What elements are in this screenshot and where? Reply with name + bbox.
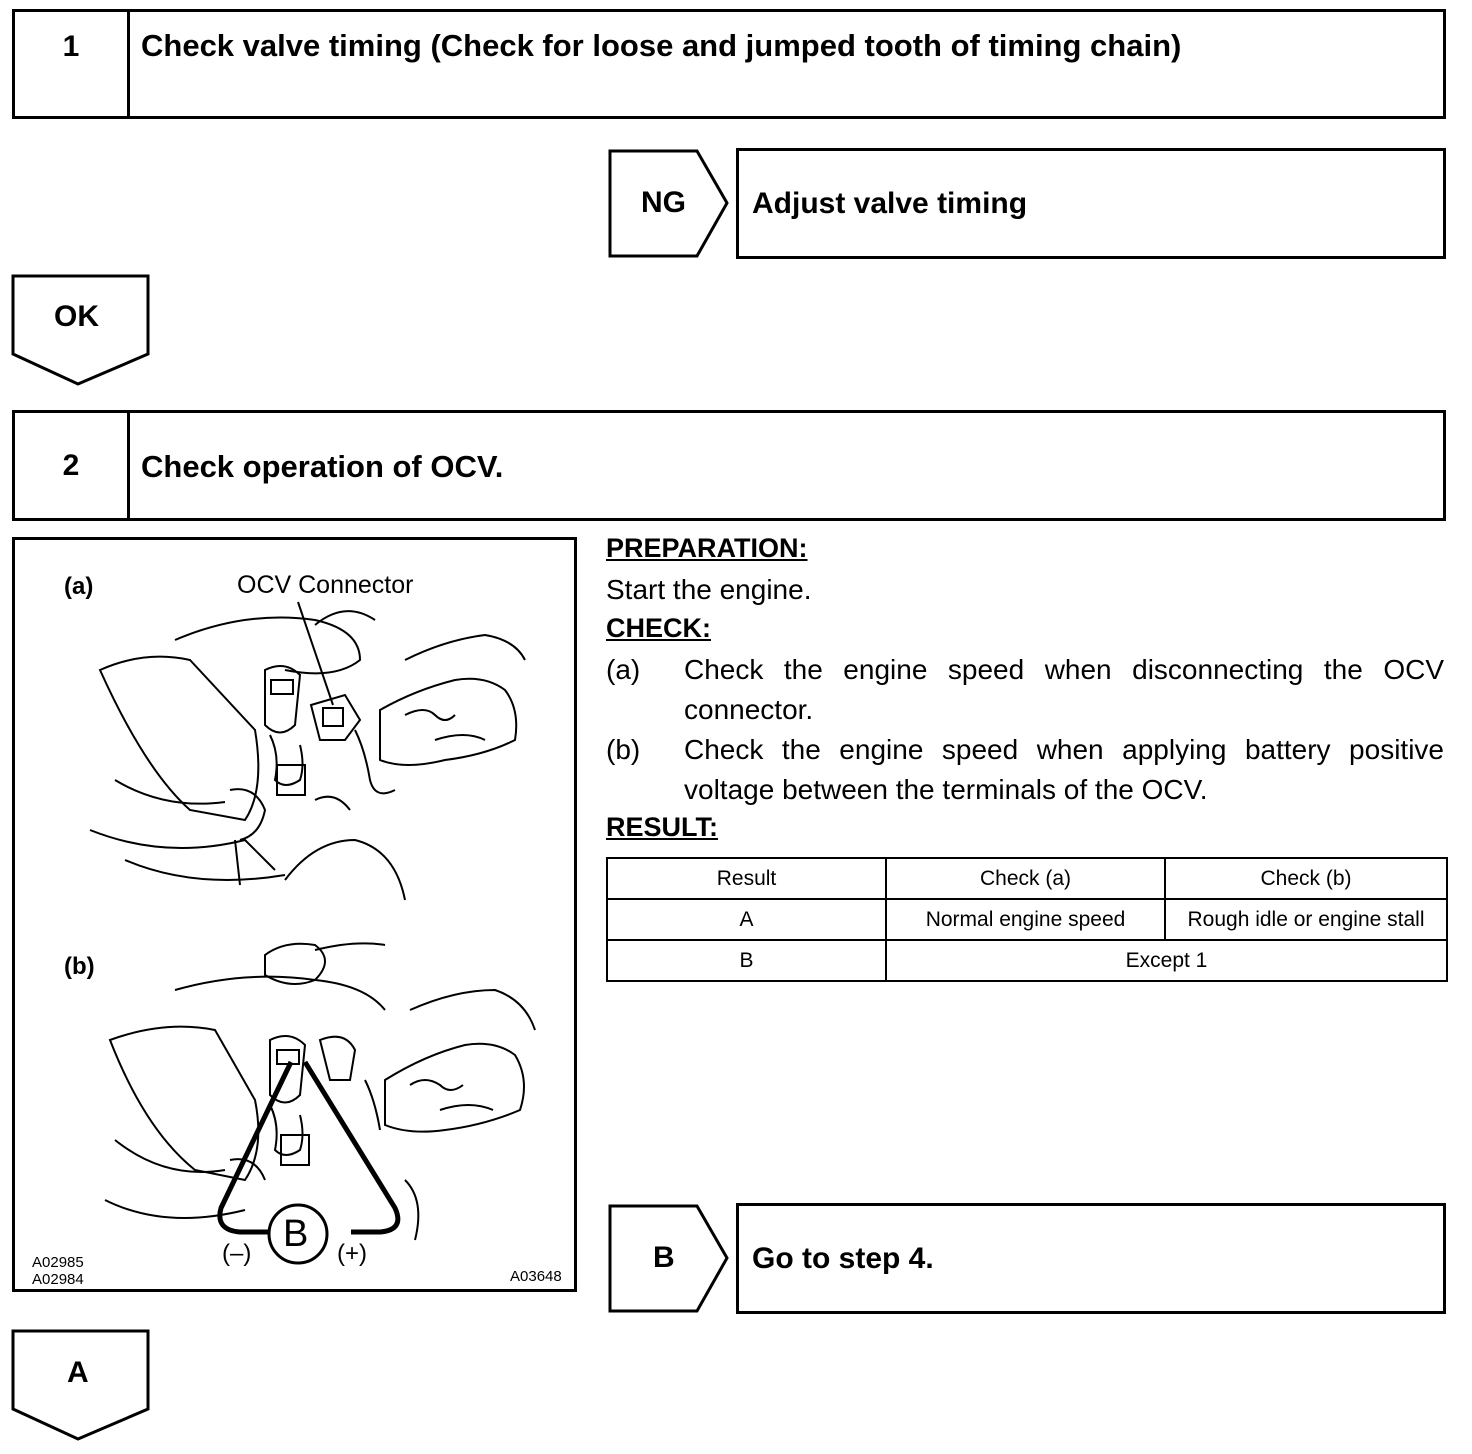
ng-arrow-shape [608,149,729,258]
ng-action-text: Adjust valve timing [752,187,1028,220]
figure-label-a: (a) [64,573,94,600]
step-1-number: 1 [15,12,130,116]
ng-label: NG [641,186,686,219]
b-label: B [653,1241,675,1274]
b-arrow-shape [608,1204,729,1313]
table-row: A Normal engine speed Rough idle or engi… [606,898,1448,941]
ocv-illustration-frame: (a) OCV Connector (b) B (–) (+) A02985 A… [12,537,577,1292]
check-item-b-text: Check the engine speed when applying bat… [684,734,1444,805]
result-heading: RESULT: [606,812,718,842]
step-2-box: 2 Check operation of OCV. [12,410,1446,521]
figure-label-b: (b) [64,953,95,980]
step-2-title: Check operation of OCV. [141,449,504,484]
engine-drawing-b [104,942,536,1241]
check-item-b: (b) Check the engine speed when applying… [606,730,1446,810]
figure-code-1: A02985 [32,1254,84,1271]
a-label: A [67,1356,89,1389]
preparation-text: Start the engine. [606,574,812,605]
table-cell: B [606,939,887,982]
check-item-b-label: (b) [606,734,641,765]
check-item-a-label: (a) [606,654,641,685]
table-header-row: Result Check (a) Check (b) [606,857,1448,900]
table-cell: Rough idle or engine stall [1164,898,1448,941]
b-action-text: Go to step 4. [752,1242,934,1275]
battery-wiring [217,1060,401,1235]
table-cell: Normal engine speed [885,898,1166,941]
figure-code-3: A03648 [510,1268,562,1285]
preparation-heading: PREPARATION: [606,533,808,563]
table-header-cell: Result [606,857,887,900]
step-1-box: 1 Check valve timing (Check for loose an… [12,9,1446,119]
table-row: B Except 1 [606,939,1448,982]
battery-label: B [283,1213,309,1255]
table-cell: Except 1 [885,939,1448,982]
result-table: Result Check (a) Check (b) A Normal engi… [606,857,1448,982]
engine-illustration [89,601,536,1265]
check-item-a-text: Check the engine speed when disconnectin… [684,654,1444,725]
ocv-connector-callout: OCV Connector [237,571,414,599]
ok-arrow-shape [11,274,150,386]
check-item-a: (a) Check the engine speed when disconne… [606,650,1446,730]
table-header-cell: Check (a) [885,857,1166,900]
table-header-cell: Check (b) [1164,857,1448,900]
b-action-box: Go to step 4. [736,1203,1446,1314]
engine-drawing-a [89,610,526,901]
check-heading: CHECK: [606,613,711,643]
table-cell: A [606,898,887,941]
ok-label: OK [54,300,99,333]
ng-action-box: Adjust valve timing [736,148,1446,259]
positive-terminal-label: (+) [337,1240,367,1267]
a-arrow-shape [11,1329,150,1441]
battery-symbol [267,1203,329,1265]
negative-terminal-label: (–) [222,1240,252,1267]
figure-code-2: A02984 [32,1271,84,1288]
step-1-title: Check valve timing (Check for loose and … [141,28,1182,63]
step-2-number: 2 [15,413,130,518]
